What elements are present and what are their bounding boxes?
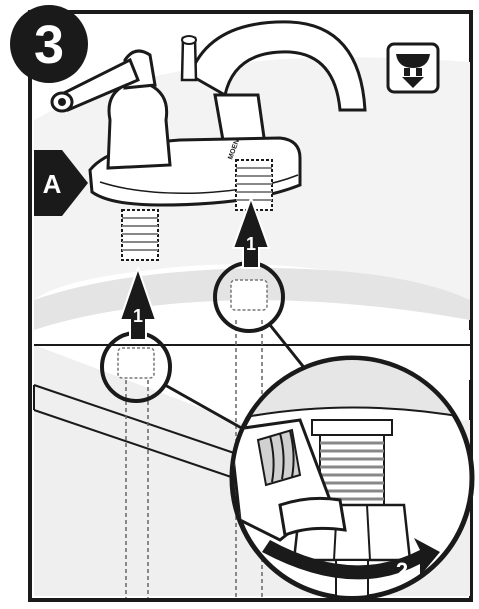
threaded-shank-left <box>121 209 159 261</box>
arrow-right-number: 1 <box>246 234 256 254</box>
step-number: 3 <box>34 15 64 75</box>
rotation-arrow: 2 <box>262 538 440 583</box>
arrow-left-number: 1 <box>133 306 143 326</box>
threaded-shank-right <box>235 159 273 211</box>
detail-magnifier: 2 <box>229 355 475 601</box>
under-sink-icon <box>386 42 440 94</box>
step-number-badge: 3 <box>10 5 88 83</box>
part-label-a: A <box>34 150 88 216</box>
arrow-up-left: 1 <box>118 264 158 341</box>
part-label-text: A <box>43 169 62 199</box>
faucet-handle <box>50 49 172 170</box>
rotate-number: 2 <box>396 558 408 583</box>
arrow-up-right: 1 <box>231 195 271 269</box>
wrench <box>234 418 347 542</box>
magnified-threads <box>319 434 385 506</box>
